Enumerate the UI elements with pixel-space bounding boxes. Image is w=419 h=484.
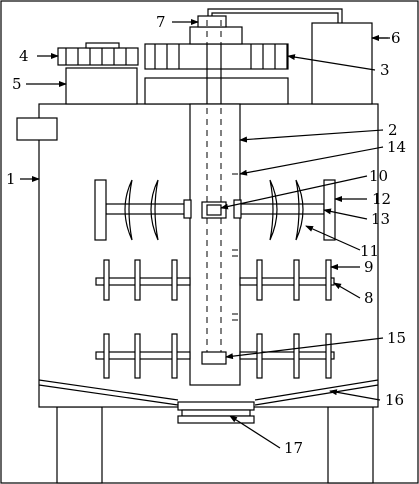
label-7: 7 <box>156 13 166 31</box>
label-15: 15 <box>387 329 406 347</box>
lower-tine <box>103 333 110 379</box>
upper-arm-left <box>105 203 191 215</box>
leader-14 <box>239 146 384 176</box>
label-2: 2 <box>388 121 398 139</box>
lower-tine <box>293 333 300 379</box>
slope-left-upper <box>38 379 179 401</box>
leader-3 <box>287 54 376 71</box>
pipe-outer <box>207 8 343 23</box>
middle-tine <box>293 259 300 301</box>
leader-8 <box>333 282 361 299</box>
label-14: 14 <box>387 138 406 156</box>
big-gear-teeth <box>154 44 288 69</box>
blade-l2 <box>150 179 159 241</box>
middle-tine <box>256 259 263 301</box>
bearing-15 <box>201 351 227 365</box>
coupling-left-plate <box>183 199 192 219</box>
shaft-sleeve-2 <box>189 103 241 386</box>
leader-11 <box>305 225 361 251</box>
middle-tine <box>103 259 110 301</box>
lower-bar-left <box>95 351 191 360</box>
label-8: 8 <box>364 289 374 307</box>
rotary-joint-base <box>189 26 243 45</box>
leader-17 <box>229 415 281 449</box>
label-4: 4 <box>19 47 29 65</box>
big-gear-3 <box>144 43 289 70</box>
leader-15 <box>225 337 384 360</box>
scraper-left <box>94 179 107 241</box>
coupling-right-plate <box>233 199 242 219</box>
middle-bar-8 <box>239 277 335 286</box>
lower-tines <box>103 333 332 379</box>
leader-10 <box>220 175 368 210</box>
side-box <box>16 117 58 141</box>
middle-tine <box>134 259 141 301</box>
middle-tine <box>171 259 178 301</box>
motor-5 <box>65 67 138 105</box>
label-12: 12 <box>372 190 391 208</box>
middle-bar-left <box>95 277 191 286</box>
coupling-core <box>206 204 222 216</box>
label-9: 9 <box>364 258 374 276</box>
valve-middle <box>181 409 251 417</box>
leader-13 <box>323 208 368 220</box>
valve-top <box>177 401 255 411</box>
label-10: 10 <box>369 167 388 185</box>
label-5: 5 <box>12 75 22 93</box>
lower-tine <box>171 333 178 379</box>
gear-housing <box>144 77 289 105</box>
rotary-joint-7 <box>197 15 227 28</box>
small-gear-hub <box>85 42 120 49</box>
middle-tines-9 <box>103 259 332 301</box>
unit-6 <box>311 22 373 105</box>
valve-bottom <box>177 415 255 424</box>
leader-lines <box>20 19 390 449</box>
lower-tine <box>256 333 263 379</box>
slope-right-lower <box>254 384 379 406</box>
slope-left-lower <box>38 384 179 406</box>
pipe-inner <box>211 12 339 23</box>
left-leg <box>56 406 103 484</box>
blade-l1 <box>124 179 133 241</box>
upper-arm-right <box>239 203 325 215</box>
label-16: 16 <box>385 391 404 409</box>
middle-tine <box>325 259 332 301</box>
right-leg <box>327 406 374 484</box>
label-1: 1 <box>6 170 16 188</box>
slope-right-upper <box>254 379 379 401</box>
label-3: 3 <box>380 61 390 79</box>
small-gear-teeth <box>65 48 127 65</box>
blade-r2 <box>295 179 304 241</box>
label-6: 6 <box>391 29 401 47</box>
label-17: 17 <box>284 439 303 457</box>
leader-2 <box>239 129 384 143</box>
lower-tine <box>325 333 332 379</box>
leader-16 <box>329 389 381 401</box>
label-11: 11 <box>360 242 379 260</box>
label-13: 13 <box>371 210 390 228</box>
lower-tine <box>134 333 141 379</box>
